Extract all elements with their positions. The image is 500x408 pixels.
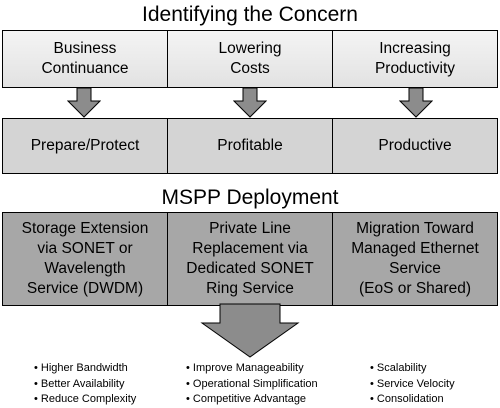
benefit-item: Consolidation xyxy=(370,392,455,408)
concern-row: Business Continuance Lowering Costs Incr… xyxy=(2,30,498,88)
benefits-list-1: Higher Bandwidth Better Availability Red… xyxy=(34,361,136,408)
deployment-managed-ethernet: Migration Toward Managed Ethernet Servic… xyxy=(351,220,479,297)
deployment-storage-extension: Storage Extension via SONET or Wavelengt… xyxy=(3,213,168,305)
top-title: Identifying the Concern xyxy=(142,3,358,26)
outcome-prepare-protect: Prepare/Protect xyxy=(3,119,168,173)
benefit-item: Better Availability xyxy=(34,377,136,393)
benefit-item: Service Velocity xyxy=(370,377,455,393)
concern-business-continuance: Business Continuance xyxy=(3,31,168,87)
down-arrow-1-icon xyxy=(67,88,101,118)
benefits-list-3: Scalability Service Velocity Consolidati… xyxy=(370,361,455,408)
benefit-item: Competitive Advantage xyxy=(186,392,318,408)
benefit-item: Scalability xyxy=(370,361,455,377)
deployment-row: Storage Extension via SONET or Wavelengt… xyxy=(2,212,498,306)
middle-title: MSPP Deployment xyxy=(161,186,339,209)
benefit-item: Improve Manageability xyxy=(186,361,318,377)
concern-increasing-productivity: Increasing Productivity xyxy=(374,40,456,77)
benefit-item: Higher Bandwidth xyxy=(34,361,136,377)
outcome-productive: Productive xyxy=(378,137,452,154)
concern-lowering-costs: Lowering Costs xyxy=(168,31,333,87)
outcome-profitable: Profitable xyxy=(168,119,333,173)
outcome-row: Prepare/Protect Profitable Productive xyxy=(2,118,498,174)
large-down-arrow-icon xyxy=(200,303,300,358)
deployment-private-line: Private Line Replacement via Dedicated S… xyxy=(168,213,333,305)
down-arrow-3-icon xyxy=(399,88,433,118)
down-arrow-2-icon xyxy=(233,88,267,118)
benefit-item: Operational Simplification xyxy=(186,377,318,393)
benefits-list-2: Improve Manageability Operational Simpli… xyxy=(186,361,318,408)
benefit-item: Reduce Complexity xyxy=(34,392,136,408)
